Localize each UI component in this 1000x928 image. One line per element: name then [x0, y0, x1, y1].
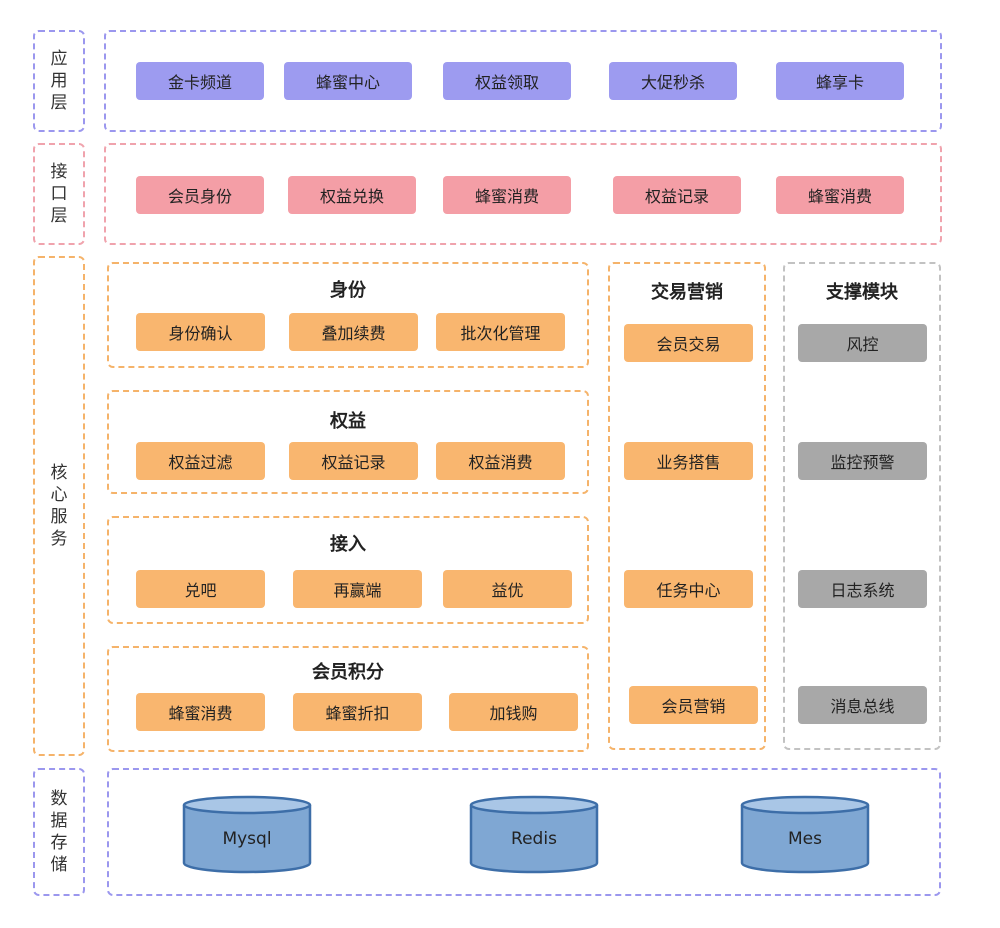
- rights-item[interactable]: 权益记录: [289, 442, 418, 480]
- rights-title: 权益: [330, 411, 366, 432]
- redis-database[interactable]: Redis: [469, 795, 599, 875]
- access-item[interactable]: 再赢端: [293, 570, 422, 608]
- support-group: 支撑模块 风控 监控预警 日志系统 消息总线: [783, 262, 941, 750]
- trade-item[interactable]: 会员交易: [624, 324, 753, 362]
- app-layer-container: 金卡频道 蜂蜜中心 权益领取 大促秒杀 蜂享卡: [104, 30, 942, 132]
- app-item[interactable]: 大促秒杀: [609, 62, 737, 100]
- trade-title: 交易营销: [651, 282, 723, 303]
- mysql-database[interactable]: Mysql: [182, 795, 312, 875]
- access-title: 接入: [330, 534, 366, 555]
- interface-item[interactable]: 权益记录: [613, 176, 741, 214]
- storage-layer-container: Mysql Redis Mes: [107, 768, 941, 896]
- rights-group: 权益 权益过滤 权益记录 权益消费: [107, 390, 589, 494]
- trade-item[interactable]: 业务搭售: [624, 442, 753, 480]
- identity-group: 身份 身份确认 叠加续费 批次化管理: [107, 262, 589, 368]
- trade-item[interactable]: 任务中心: [624, 570, 753, 608]
- database-label: Redis: [511, 829, 557, 849]
- trade-group: 交易营销 会员交易 业务搭售 任务中心 会员营销: [608, 262, 766, 750]
- identity-item[interactable]: 叠加续费: [289, 313, 418, 351]
- rights-item[interactable]: 权益消费: [436, 442, 565, 480]
- mes-database[interactable]: Mes: [740, 795, 870, 875]
- database-icon: [469, 795, 599, 874]
- database-icon: [182, 795, 312, 874]
- app-item[interactable]: 蜂享卡: [776, 62, 904, 100]
- app-item[interactable]: 权益领取: [443, 62, 571, 100]
- support-item[interactable]: 风控: [798, 324, 927, 362]
- app-layer-label-box: 应用层: [33, 30, 85, 132]
- interface-item[interactable]: 会员身份: [136, 176, 264, 214]
- access-group: 接入 兑吧 再赢端 益优: [107, 516, 589, 624]
- support-title: 支撑模块: [826, 282, 898, 303]
- interface-layer-container: 会员身份 权益兑换 蜂蜜消费 权益记录 蜂蜜消费: [104, 143, 942, 245]
- storage-layer-label: 数据存储: [50, 789, 68, 875]
- points-item[interactable]: 加钱购: [449, 693, 578, 731]
- rights-item[interactable]: 权益过滤: [136, 442, 265, 480]
- interface-item[interactable]: 蜂蜜消费: [443, 176, 571, 214]
- support-item[interactable]: 消息总线: [798, 686, 927, 724]
- points-item[interactable]: 蜂蜜折扣: [293, 693, 422, 731]
- app-item[interactable]: 蜂蜜中心: [284, 62, 412, 100]
- access-item[interactable]: 益优: [443, 570, 572, 608]
- interface-item[interactable]: 权益兑换: [288, 176, 416, 214]
- interface-layer-label-box: 接口层: [33, 143, 85, 245]
- identity-item[interactable]: 批次化管理: [436, 313, 565, 351]
- storage-layer-label-box: 数据存储: [33, 768, 85, 896]
- database-label: Mysql: [222, 829, 272, 849]
- points-item[interactable]: 蜂蜜消费: [136, 693, 265, 731]
- points-title: 会员积分: [312, 662, 384, 683]
- interface-item[interactable]: 蜂蜜消费: [776, 176, 904, 214]
- core-layer-label-box: 核心服务: [33, 256, 85, 756]
- points-group: 会员积分 蜂蜜消费 蜂蜜折扣 加钱购: [107, 646, 589, 752]
- database-label: Mes: [788, 829, 822, 849]
- trade-item[interactable]: 会员营销: [629, 686, 758, 724]
- support-item[interactable]: 日志系统: [798, 570, 927, 608]
- interface-layer-label: 接口层: [50, 162, 68, 226]
- app-layer-label: 应用层: [50, 49, 68, 113]
- app-item[interactable]: 金卡频道: [136, 62, 264, 100]
- identity-item[interactable]: 身份确认: [136, 313, 265, 351]
- support-item[interactable]: 监控预警: [798, 442, 927, 480]
- database-icon: [740, 795, 870, 874]
- core-layer-label: 核心服务: [50, 463, 68, 549]
- identity-title: 身份: [330, 280, 366, 301]
- access-item[interactable]: 兑吧: [136, 570, 265, 608]
